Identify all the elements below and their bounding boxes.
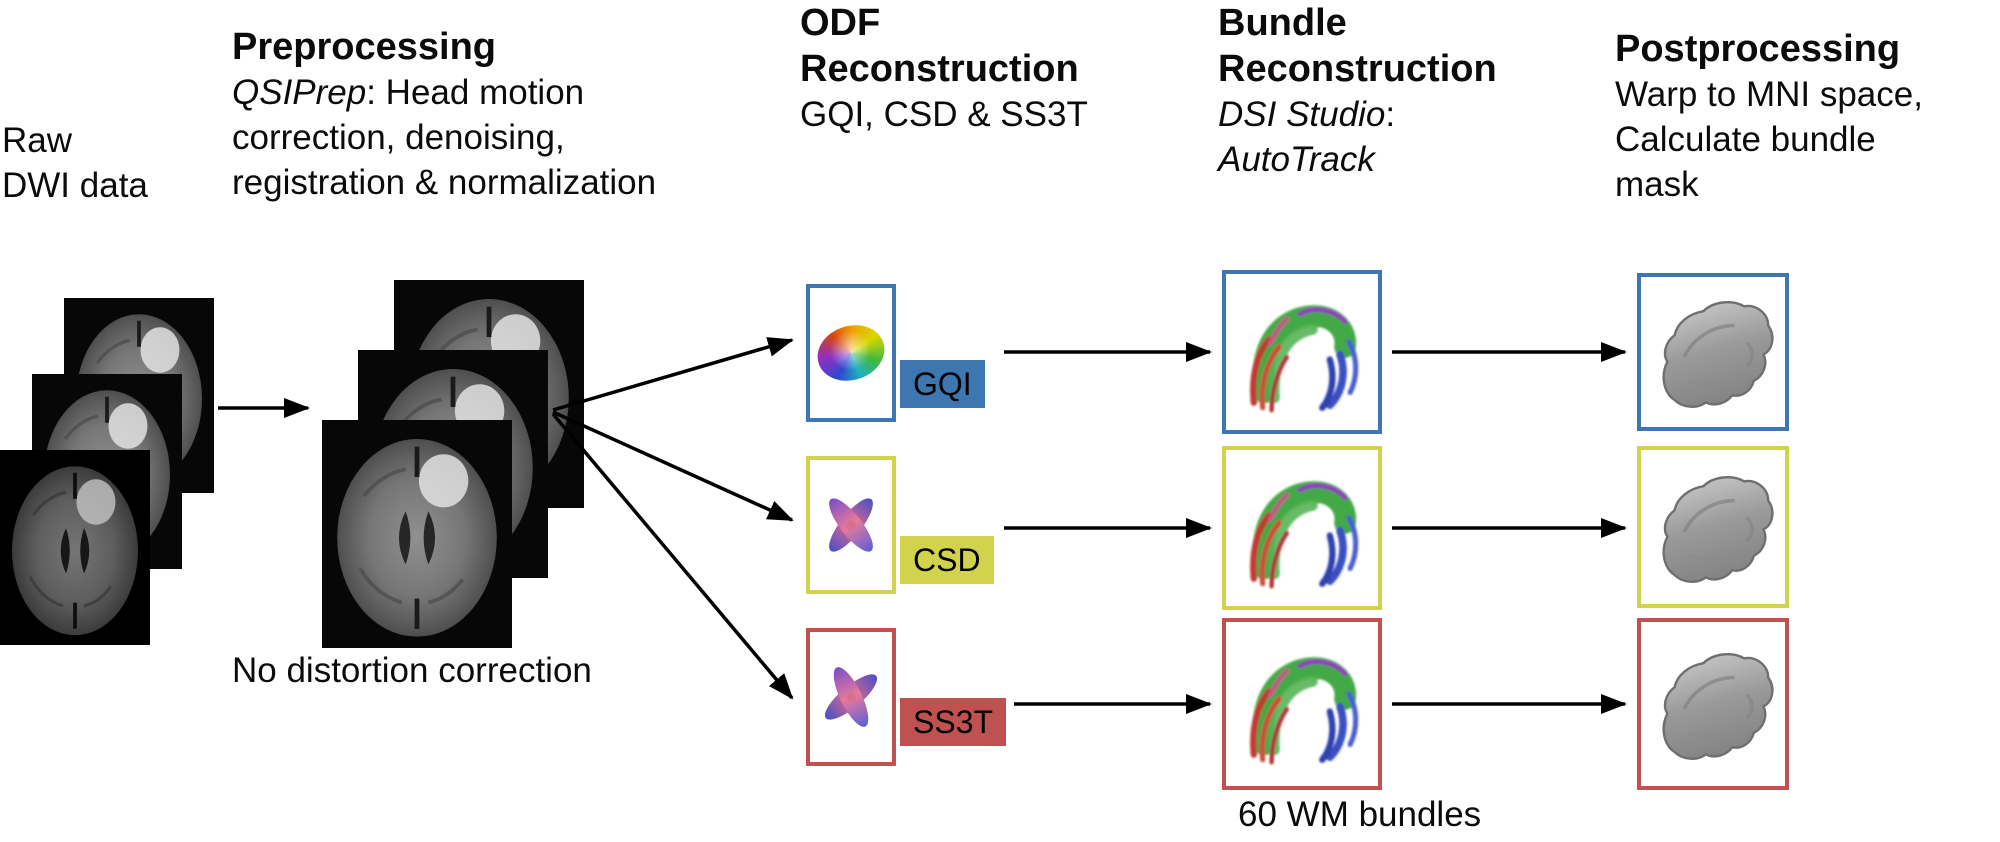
badge-csd: CSD xyxy=(900,536,994,584)
bundle-reconstruction-header: Bundle Reconstruction DSI Studio: AutoTr… xyxy=(1218,0,1618,182)
postprocessing-header: Postprocessing Warp to MNI space, Calcul… xyxy=(1615,26,2000,207)
bundle-tool-line: DSI Studio: xyxy=(1218,92,1618,137)
preprocessing-header: Preprocessing QSIPrep: Head motion corre… xyxy=(232,24,704,205)
bundle-box-csd xyxy=(1222,446,1382,610)
odf-box-ss3t xyxy=(806,628,896,766)
wm-bundles-caption: 60 WM bundles xyxy=(1238,795,1482,834)
mask-box-ss3t xyxy=(1637,618,1789,790)
odf-reconstruction-header: ODF Reconstruction GQI, CSD & SS3T xyxy=(800,0,1200,137)
arrow-pre-to-gqi xyxy=(552,337,794,412)
csd-fiber-tract-image xyxy=(1226,450,1378,606)
raw-dwi-label: Raw DWI data xyxy=(2,121,148,205)
ss3t-bundle-mask-image xyxy=(1641,622,1785,786)
ss3t-fodf-glyph-icon xyxy=(797,625,904,769)
odf-box-gqi xyxy=(806,284,896,422)
preprocessing-description: QSIPrep: Head motion correction, denoisi… xyxy=(232,70,704,205)
gqi-odf-glyph-icon xyxy=(810,316,892,390)
bundle-reconstruction-title: Bundle Reconstruction xyxy=(1218,2,1497,90)
autotrack-method-name: AutoTrack xyxy=(1218,140,1375,179)
raw-dwi-image-stack xyxy=(0,298,220,648)
preprocessing-steps: : Head motion correction, denoising, reg… xyxy=(232,73,657,202)
preprocessed-slice-front xyxy=(322,420,512,648)
odf-reconstruction-title: ODF Reconstruction xyxy=(800,2,1079,90)
bundle-box-ss3t xyxy=(1222,618,1382,790)
mask-box-gqi xyxy=(1637,273,1789,431)
gqi-fiber-tract-image xyxy=(1226,274,1378,430)
postprocessing-subtitle: Warp to MNI space, Calculate bundle mask xyxy=(1615,75,1923,204)
badge-gqi: GQI xyxy=(900,360,985,408)
tool-colon: : xyxy=(1385,95,1396,134)
dsi-studio-tool-name: DSI Studio xyxy=(1218,95,1386,134)
preprocessed-dwi-image-stack xyxy=(322,280,587,648)
bundle-box-gqi xyxy=(1222,270,1382,434)
postprocessing-title: Postprocessing xyxy=(1615,28,1901,70)
csd-bundle-mask-image xyxy=(1641,450,1785,604)
raw-dwi-slice-front xyxy=(0,450,150,645)
mask-box-csd xyxy=(1637,446,1789,608)
csd-fodf-glyph-icon xyxy=(810,460,892,590)
preprocessing-title: Preprocessing xyxy=(232,26,496,68)
no-distortion-note: No distortion correction xyxy=(232,651,592,690)
qsiprep-tool-name: QSIPrep xyxy=(232,73,367,112)
gqi-bundle-mask-image xyxy=(1641,277,1785,427)
badge-ss3t: SS3T xyxy=(900,698,1007,746)
arrow-pre-to-csd xyxy=(552,410,794,522)
ss3t-fiber-tract-image xyxy=(1226,622,1378,786)
odf-box-csd xyxy=(806,456,896,594)
odf-methods-subtitle: GQI, CSD & SS3T xyxy=(800,95,1088,134)
